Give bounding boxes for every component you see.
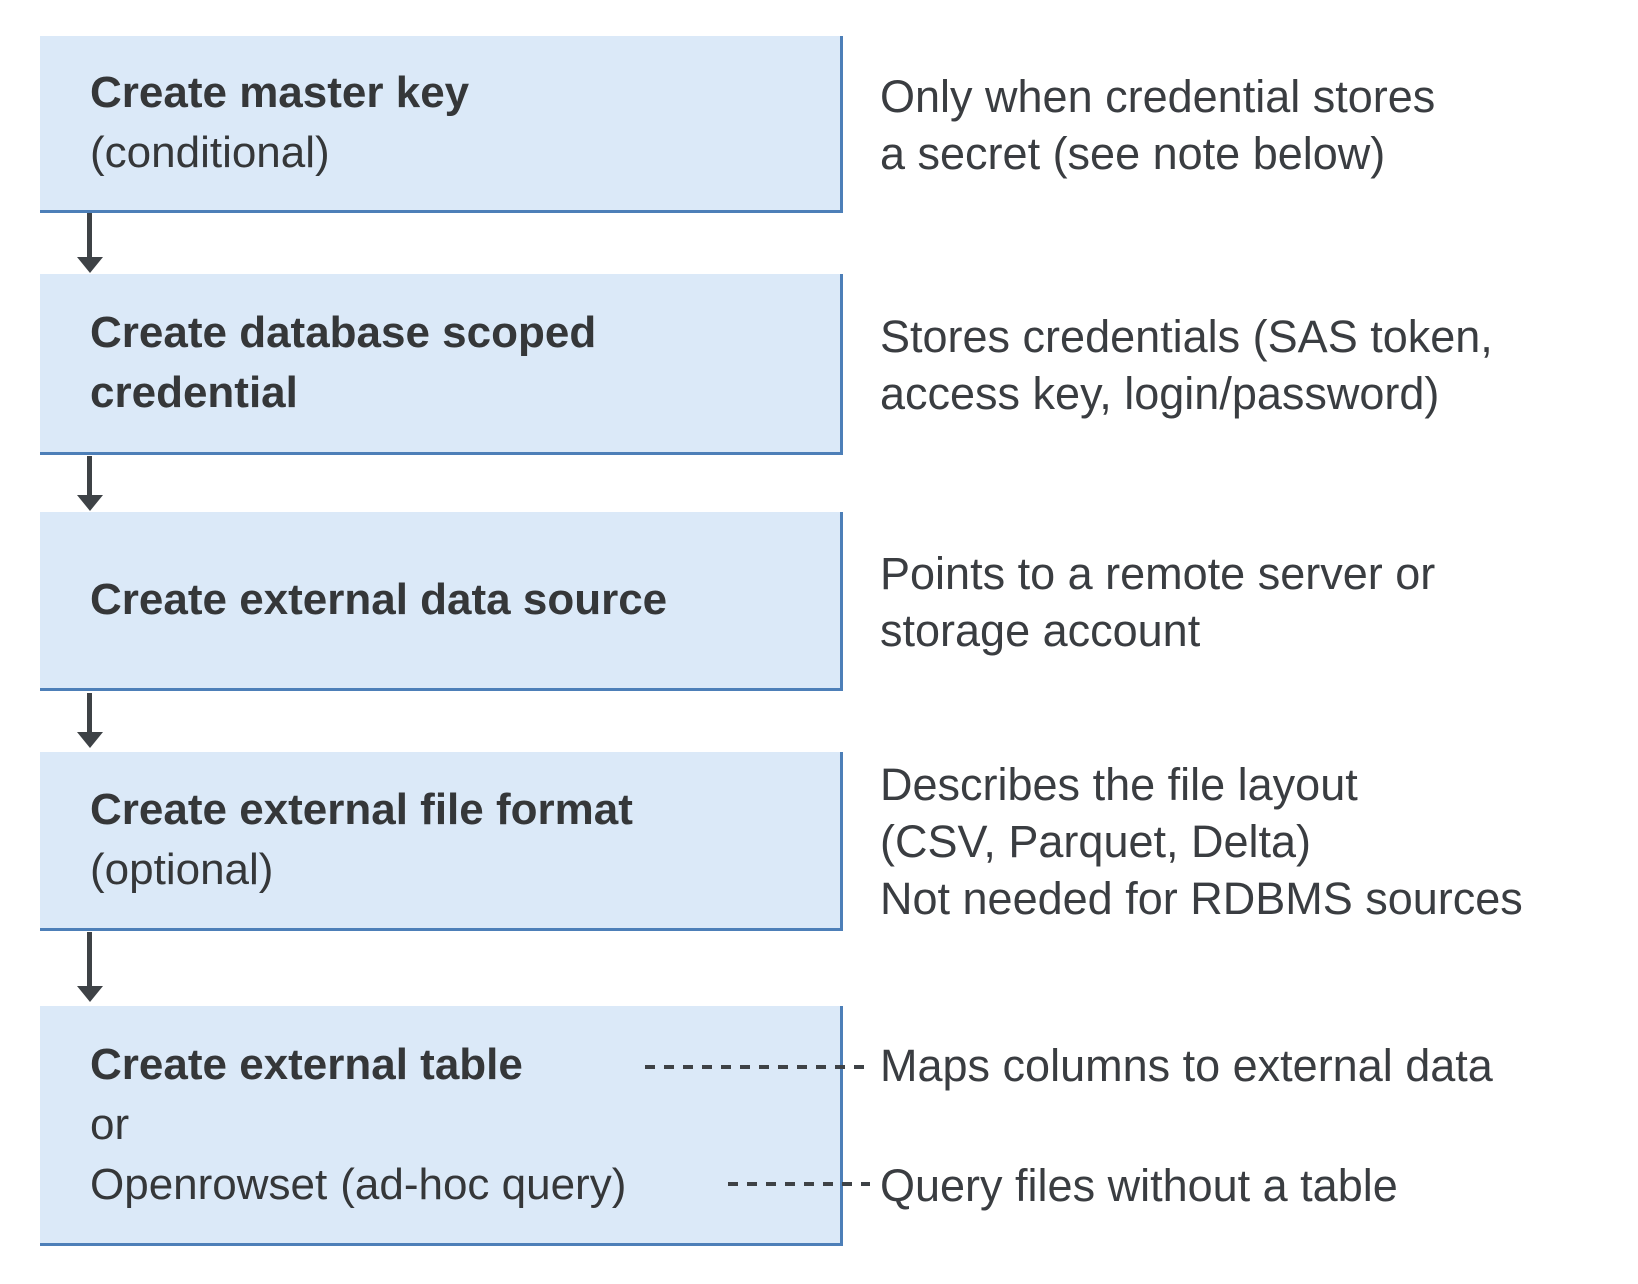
arrow-stem [87,456,92,497]
note-create-external-file-format: Describes the file layout (CSV, Parquet,… [880,752,1620,931]
step-title: Create database scoped [90,308,597,357]
dashed-connector-openrowset [728,1182,870,1186]
note-create-master-key: Only when credential stores a secret (se… [880,36,1620,213]
step-box-create-external-data-source: Create external data source [40,512,843,691]
note-line: access key, login/password) [880,367,1440,419]
note-query-files: Query files without a table [880,1160,1398,1211]
down-arrow [77,693,103,748]
note-line: Stores credentials (SAS token, [880,310,1493,362]
note-line: Only when credential stores [880,70,1436,122]
step-or-label: or [90,1099,130,1149]
step-box-create-external-table-or-openrowset: Create external table or Openrowset(ad-h… [40,1006,843,1246]
step-title: credential [90,368,298,417]
note-line: storage account [880,604,1201,656]
note-create-external-data-source: Points to a remote server or storage acc… [880,512,1620,691]
arrow-stem [87,213,92,259]
step-title: Create master key [90,68,470,117]
step-alt-suffix: (ad-hoc query) [340,1159,627,1209]
note-line: (CSV, Parquet, Delta) [880,816,1312,867]
step-subtitle: (conditional) [90,128,330,177]
arrow-head-icon [77,495,103,511]
note-line: Not needed for RDBMS sources [880,873,1523,924]
arrow-stem [87,693,92,734]
step-box-create-external-file-format: Create external file format (optional) [40,752,843,931]
down-arrow [77,456,103,511]
step-title: Create external table [90,1039,523,1089]
step-alt-title: Openrowset [90,1159,328,1209]
arrow-head-icon [77,732,103,748]
note-line: Describes the file layout [880,759,1358,810]
down-arrow [77,213,103,273]
arrow-head-icon [77,257,103,273]
step-box-create-master-key: Create master key (conditional) [40,36,843,213]
step-title: Create external file format [90,785,633,834]
dashed-connector-table [645,1065,873,1069]
note-maps-columns: Maps columns to external data [880,1040,1493,1091]
note-create-database-scoped-credential: Stores credentials (SAS token, access ke… [880,274,1620,455]
down-arrow [77,932,103,1002]
step-subtitle: (optional) [90,845,274,894]
step-title: Create external data source [90,575,668,624]
step-box-create-database-scoped-credential: Create database scoped credential [40,274,843,455]
arrow-head-icon [77,986,103,1002]
note-line: Points to a remote server or [880,547,1436,599]
arrow-stem [87,932,92,988]
note-line: a secret (see note below) [880,127,1386,179]
